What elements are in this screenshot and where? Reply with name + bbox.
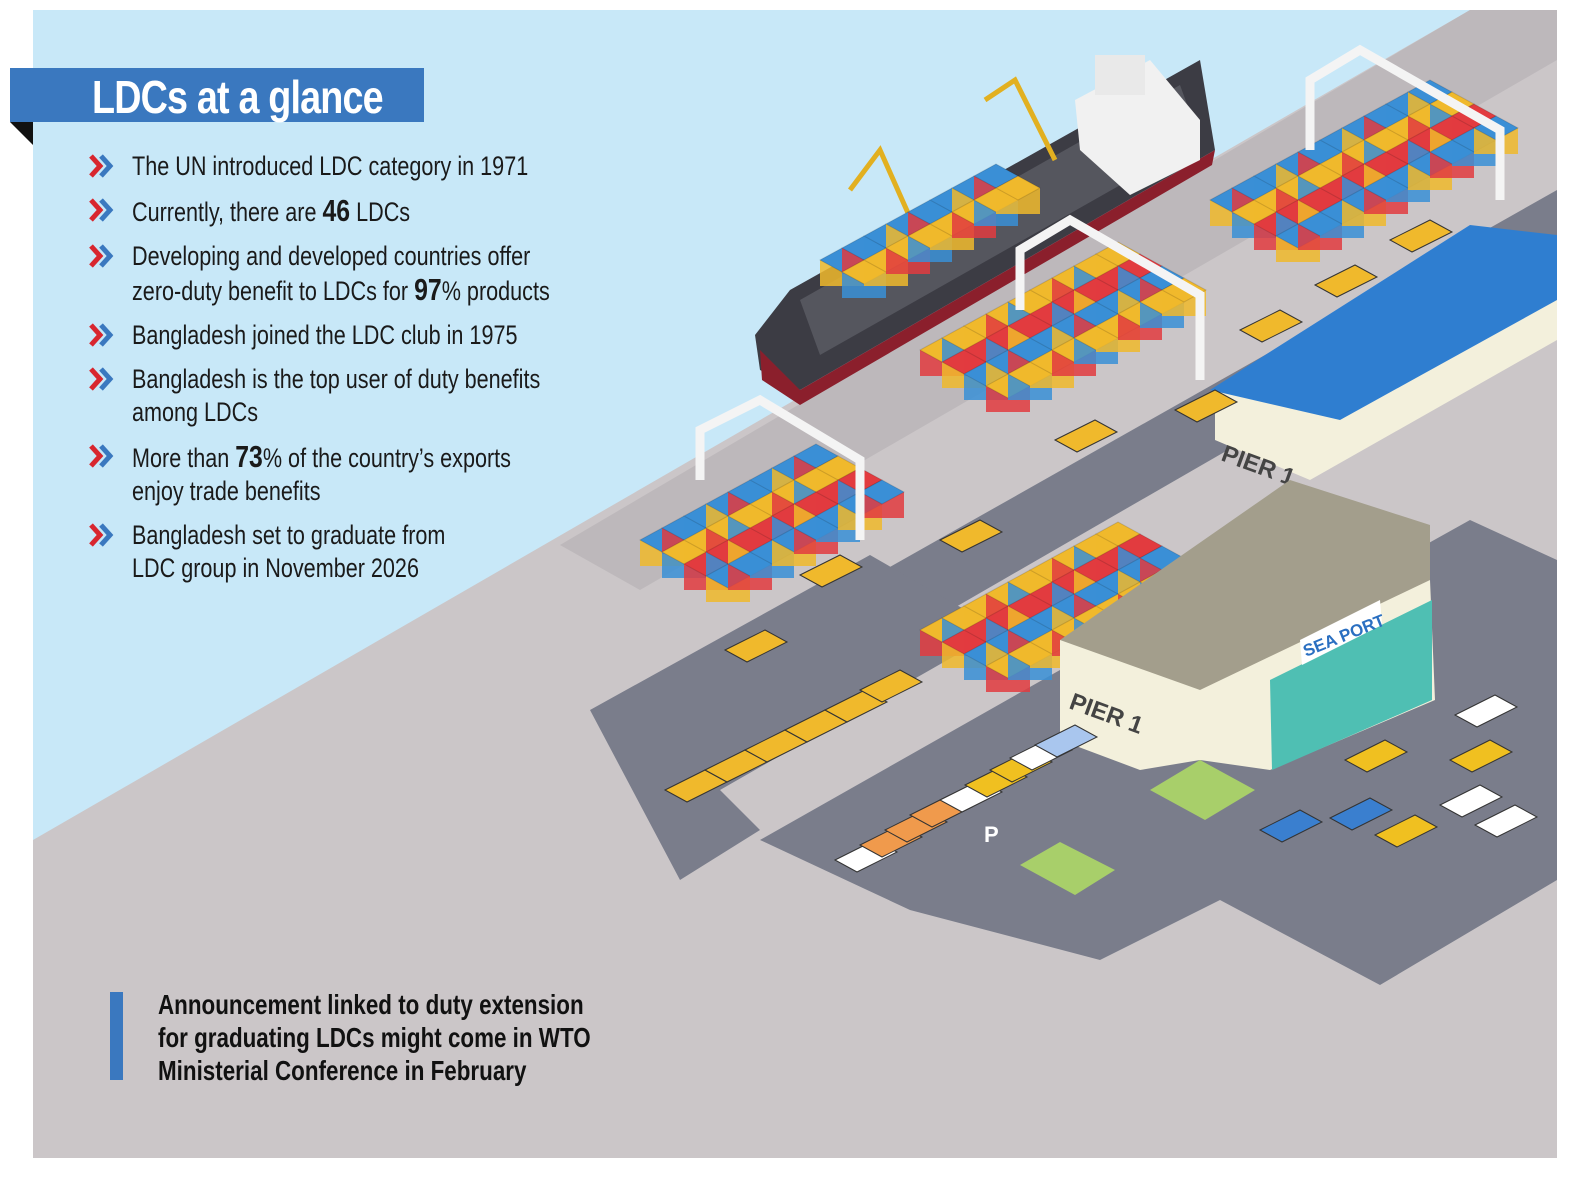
note-line: Announcement linked to duty extension bbox=[158, 989, 584, 1020]
vehicle bbox=[1388, 219, 1454, 253]
fact-text: LDCs bbox=[350, 197, 411, 227]
vehicle bbox=[1438, 784, 1504, 818]
fact-text: among LDCs bbox=[132, 397, 259, 427]
vehicle bbox=[1343, 739, 1409, 773]
fact-text: zero-duty benefit to LDCs for bbox=[132, 276, 415, 306]
vehicle bbox=[1448, 739, 1514, 773]
fact-text: The UN introduced LDC category in 1971 bbox=[132, 151, 529, 181]
lawn bbox=[1020, 842, 1115, 895]
vehicle bbox=[1473, 804, 1539, 838]
list-item: Bangladesh is the top user of duty benef… bbox=[88, 363, 654, 429]
note-line: Ministerial Conference in February bbox=[158, 1055, 527, 1086]
vehicle bbox=[1258, 809, 1324, 843]
fact-text: Bangladesh joined the LDC club in 1975 bbox=[132, 320, 518, 350]
note-line: for graduating LDCs might come in WTO bbox=[158, 1022, 591, 1053]
fact-text: Bangladesh set to graduate from bbox=[132, 520, 446, 550]
vehicle bbox=[1313, 264, 1379, 298]
fact-text: Currently, there are bbox=[132, 197, 323, 227]
fact-text: Developing and developed countries offer bbox=[132, 241, 531, 271]
list-item: Currently, there are 46 LDCs bbox=[88, 194, 654, 229]
vehicles bbox=[663, 219, 1539, 873]
double-chevron-icon bbox=[89, 244, 114, 268]
seaport-building: SEA PORT PIER 1 bbox=[1060, 480, 1435, 770]
vehicle bbox=[938, 519, 1004, 553]
fact-number: 46 bbox=[322, 193, 351, 228]
fact-text: % products bbox=[441, 276, 550, 306]
double-chevron-icon bbox=[89, 523, 114, 547]
vehicle bbox=[1053, 419, 1119, 453]
vehicle bbox=[1373, 814, 1439, 848]
vehicle bbox=[1328, 797, 1394, 831]
vehicle bbox=[1238, 309, 1304, 343]
lawn bbox=[1150, 760, 1255, 820]
banner-fold bbox=[10, 122, 33, 145]
vehicle bbox=[1033, 724, 1099, 758]
container bbox=[994, 175, 1042, 201]
list-item: Developing and developed countries offer… bbox=[88, 240, 654, 308]
double-chevron-icon bbox=[89, 198, 114, 222]
fact-text: Bangladesh is the top user of duty benef… bbox=[132, 364, 541, 394]
fact-number: 73 bbox=[235, 439, 263, 474]
vehicle bbox=[798, 554, 864, 588]
vehicle bbox=[723, 629, 789, 663]
fact-text: More than bbox=[132, 443, 236, 473]
facts-list: The UN introduced LDC category in 1971 C… bbox=[88, 150, 654, 596]
container-stacks bbox=[638, 79, 1520, 692]
vehicle bbox=[823, 689, 889, 723]
double-chevron-icon bbox=[89, 323, 114, 347]
double-chevron-icon bbox=[89, 367, 114, 391]
fact-text: enjoy trade benefits bbox=[132, 476, 321, 506]
note-accent-bar bbox=[110, 992, 123, 1080]
list-item: The UN introduced LDC category in 1971 bbox=[88, 150, 654, 183]
cranes bbox=[848, 76, 1058, 242]
title-banner bbox=[10, 68, 424, 122]
vehicle bbox=[1453, 694, 1519, 728]
double-chevron-icon bbox=[89, 444, 114, 468]
parking-sign: P bbox=[984, 822, 999, 847]
vehicle bbox=[1173, 389, 1239, 423]
vehicle bbox=[858, 669, 924, 703]
fact-text: LDC group in November 2026 bbox=[132, 553, 419, 583]
fact-text: % of the country’s exports bbox=[262, 443, 511, 473]
double-chevron-icon bbox=[89, 154, 114, 178]
announcement-note: Announcement linked to duty extension fo… bbox=[158, 988, 591, 1087]
fact-number: 97 bbox=[414, 272, 442, 307]
container bbox=[858, 479, 906, 505]
list-item: Bangladesh joined the LDC club in 1975 bbox=[88, 319, 654, 352]
gantry-cranes bbox=[695, 44, 1505, 540]
page-title: LDCs at a glance bbox=[92, 71, 384, 123]
